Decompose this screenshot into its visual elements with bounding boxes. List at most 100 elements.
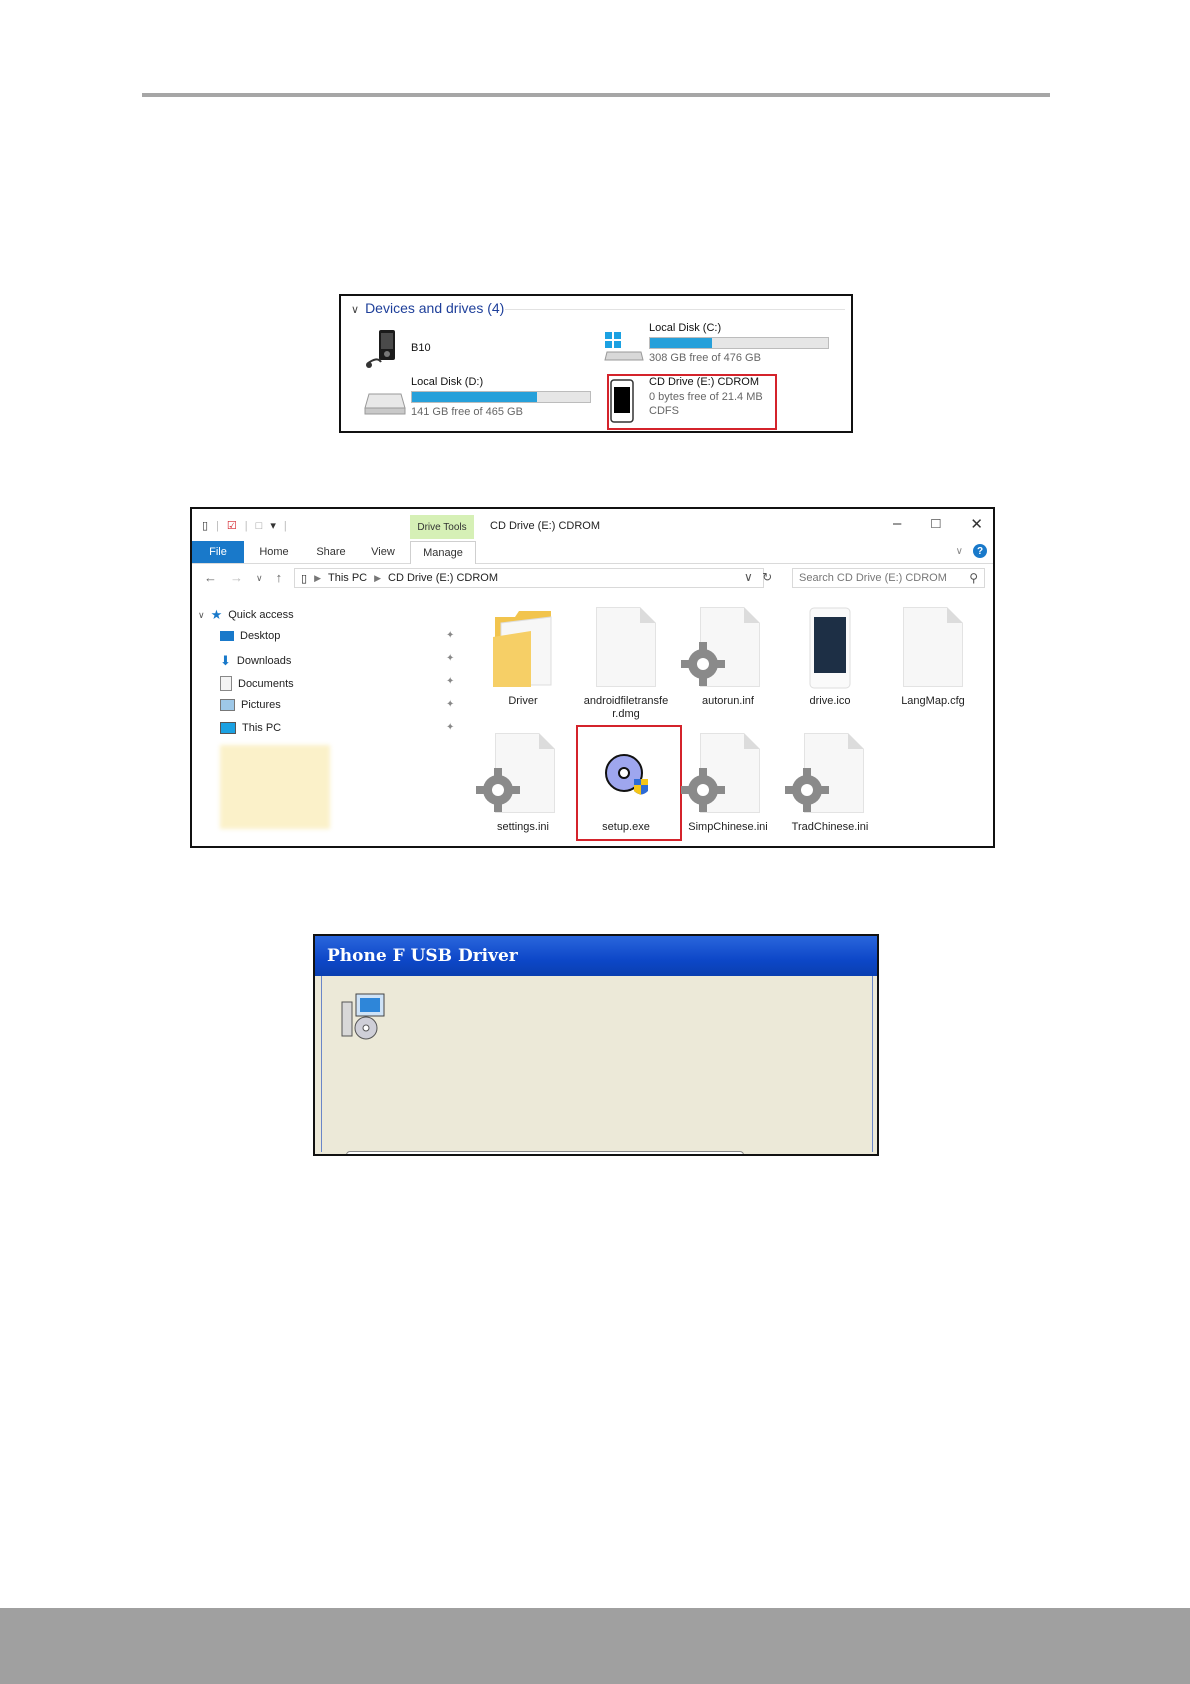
customize-toolbar-icon[interactable]: ▾	[270, 520, 276, 532]
star-icon: ★	[210, 607, 223, 622]
up-arrow-icon[interactable]: ↑	[275, 570, 283, 585]
file-item[interactable]: drive.ico	[782, 607, 878, 717]
nav-item-this-pc[interactable]: This PC	[220, 722, 281, 734]
nav-label: Pictures	[241, 699, 281, 711]
nav-item-quick-access[interactable]: ∨ ★ Quick access	[198, 607, 294, 623]
footer-band	[0, 1608, 1190, 1684]
pin-icon[interactable]: ✦	[446, 653, 455, 664]
installer-window: Phone F USB Driver	[313, 934, 879, 1156]
progress-block	[620, 1155, 628, 1156]
address-controls: ∨ ↻	[744, 570, 772, 584]
progress-block	[510, 1155, 518, 1156]
file-item[interactable]: LangMap.cfg	[885, 607, 981, 717]
recent-locations-icon[interactable]: ∨	[256, 573, 263, 583]
file-item[interactable]: Driver	[475, 607, 571, 717]
gear-icon	[476, 768, 520, 812]
file-item[interactable]: settings.ini	[475, 733, 571, 841]
quick-access-toolbar: ▯ | ☑ | □ ▾ |	[202, 519, 287, 533]
desktop-icon	[220, 631, 234, 641]
breadcrumb-separator-icon: ▶	[374, 572, 382, 583]
drive-free-space: 308 GB free of 476 GB	[649, 352, 761, 364]
file-icon	[596, 607, 656, 687]
expand-ribbon-icon[interactable]: ∨	[955, 545, 963, 557]
chevron-down-icon: ∨	[198, 609, 205, 620]
progress-block	[380, 1155, 388, 1156]
progress-block	[530, 1155, 538, 1156]
maximize-icon[interactable]: □	[931, 515, 941, 532]
file-explorer-window: ▯ | ☑ | □ ▾ | Drive Tools CD Drive (E:) …	[190, 507, 995, 848]
nav-label: Desktop	[240, 630, 281, 642]
help-icon[interactable]: ?	[973, 544, 987, 558]
address-bar[interactable]: ▯ ▶ This PC ▶ CD Drive (E:) CDROM	[294, 568, 764, 588]
phone-image-icon	[809, 607, 851, 689]
address-dropdown-icon[interactable]: ∨	[744, 570, 753, 584]
tab-home[interactable]: Home	[259, 546, 289, 558]
back-arrow-icon[interactable]: ←	[204, 570, 217, 585]
search-input[interactable]: Search CD Drive (E:) CDROM ⚲	[792, 568, 985, 588]
tab-manage[interactable]: Manage	[410, 541, 476, 564]
file-item[interactable]: TradChinese.ini	[782, 733, 878, 841]
phone-icon[interactable]: ▯	[202, 520, 209, 532]
drive-name: CD Drive (E:) CDROM	[649, 376, 759, 388]
tab-file[interactable]: File	[192, 541, 244, 563]
drive-usage-fill	[412, 392, 537, 402]
tab-share[interactable]: Share	[316, 546, 346, 558]
file-item[interactable]: androidfiletransfe r.dmg	[578, 607, 674, 727]
tab-view[interactable]: View	[371, 546, 395, 558]
progress-block	[400, 1155, 408, 1156]
file-item[interactable]: autorun.inf	[680, 607, 776, 717]
progress-block	[640, 1155, 648, 1156]
drive-d[interactable]: Local Disk (D:) 141 GB free of 465 GB	[363, 376, 603, 426]
forward-arrow-icon[interactable]: →	[230, 570, 243, 585]
drive-e-cdrom[interactable]: CD Drive (E:) CDROM 0 bytes free of 21.4…	[607, 376, 847, 426]
pin-icon[interactable]: ✦	[446, 630, 455, 641]
nav-item-pictures[interactable]: Pictures	[220, 699, 281, 711]
pin-icon[interactable]: ✦	[446, 699, 455, 710]
refresh-icon[interactable]: ↻	[762, 570, 773, 584]
breadcrumb-cd-drive[interactable]: CD Drive (E:) CDROM	[388, 572, 499, 584]
progress-block	[430, 1155, 438, 1156]
nav-item-desktop[interactable]: Desktop	[220, 630, 280, 642]
progress-block	[370, 1155, 378, 1156]
drive-b10[interactable]: B10	[363, 328, 563, 372]
progress-block	[450, 1155, 458, 1156]
progress-block	[630, 1155, 638, 1156]
drive-c[interactable]: Local Disk (C:) 308 GB free of 476 GB	[603, 322, 843, 372]
address-row: ← → ∨ ↑ ▯ ▶ This PC ▶ CD Drive (E:) CDRO…	[192, 567, 993, 591]
minimize-icon[interactable]: –	[893, 515, 902, 532]
pin-icon[interactable]: ✦	[446, 676, 455, 687]
file-name: setup.exe	[602, 821, 650, 833]
header-divider	[505, 309, 845, 310]
properties-icon[interactable]: ☑	[226, 520, 237, 532]
navigation-buttons: ← → ∨ ↑	[204, 570, 282, 585]
file-name: androidfiletransfe r.dmg	[583, 695, 669, 720]
drive-name: Local Disk (D:)	[411, 376, 484, 388]
search-icon: ⚲	[969, 571, 978, 585]
devices-section-header[interactable]: ∨Devices and drives (4)	[351, 300, 504, 316]
download-arrow-icon: ⬇	[220, 653, 231, 668]
progress-block	[390, 1155, 398, 1156]
nav-label: Documents	[238, 677, 294, 690]
nav-item-downloads[interactable]: ⬇ Downloads	[220, 653, 291, 669]
blurred-nav-items	[220, 745, 330, 829]
progress-block	[350, 1155, 358, 1156]
progress-block	[590, 1155, 598, 1156]
highlight-box	[576, 725, 682, 841]
progress-block	[480, 1155, 488, 1156]
breadcrumb-this-pc[interactable]: This PC	[327, 572, 368, 584]
pin-icon[interactable]: ✦	[446, 722, 455, 733]
nav-item-documents[interactable]: Documents	[220, 676, 294, 691]
ribbon-tabs: File Home Share View Manage ∨ ?	[192, 541, 993, 564]
file-name: TradChinese.ini	[791, 821, 869, 833]
new-folder-icon[interactable]: □	[255, 519, 263, 532]
media-player-icon	[366, 330, 395, 368]
close-icon[interactable]: ✕	[970, 516, 983, 533]
file-item-setup-exe[interactable]: setup.exe	[578, 733, 674, 841]
drive-usage-fill	[650, 338, 713, 348]
install-progress-bar	[346, 1151, 744, 1156]
file-item[interactable]: SimpChinese.ini	[680, 733, 776, 841]
highlight-box	[607, 374, 777, 430]
top-rule	[142, 93, 1050, 97]
installer-body	[321, 976, 873, 1154]
progress-block	[520, 1155, 528, 1156]
